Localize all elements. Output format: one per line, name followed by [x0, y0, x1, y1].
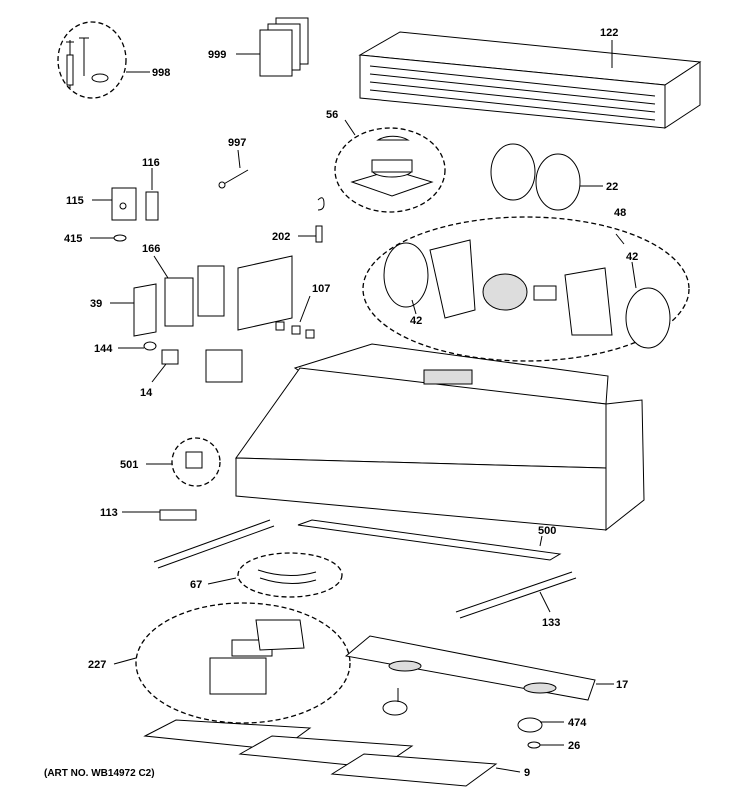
screw-kit-998[interactable]: [57, 21, 150, 99]
label-227: 227: [88, 659, 106, 671]
blower-assembly-48[interactable]: [362, 216, 690, 362]
label-501: 501: [120, 459, 138, 471]
switch-housing[interactable]: [205, 349, 243, 383]
label-997: 997: [228, 137, 246, 149]
label-22: 22: [606, 181, 618, 193]
top-duct-cover-122[interactable]: [358, 31, 702, 129]
label-113: 113: [100, 507, 118, 519]
label-500: 500: [538, 525, 556, 537]
light-socket-left[interactable]: [382, 688, 408, 716]
grease-filters-22[interactable]: [490, 143, 603, 211]
trim-strip-500[interactable]: [297, 519, 562, 561]
label-14: 14: [140, 387, 153, 399]
control-board-166[interactable]: [153, 255, 194, 327]
bracket-assembly[interactable]: [197, 255, 293, 331]
damper-56[interactable]: [334, 119, 446, 213]
clip-202[interactable]: [298, 197, 325, 243]
knob-14[interactable]: [151, 349, 179, 383]
bulb-26[interactable]: [527, 741, 564, 749]
junction-box-115[interactable]: [92, 187, 137, 221]
charcoal-filters-9[interactable]: [143, 719, 521, 787]
label-9: 9: [524, 767, 530, 779]
light-socket-474[interactable]: [517, 717, 564, 733]
label-115: 115: [66, 195, 84, 207]
label-107: 107: [312, 283, 330, 295]
clips-107[interactable]: [275, 295, 315, 339]
rail-left[interactable]: [153, 519, 275, 569]
label-133: 133: [542, 617, 560, 629]
cover-39[interactable]: [110, 283, 157, 337]
bottom-panel-17[interactable]: [344, 635, 614, 701]
control-panel-227[interactable]: [113, 602, 351, 724]
art-number: (ART NO. WB14972 C2): [44, 768, 155, 779]
label-166: 166: [142, 243, 160, 255]
label-116: 116: [142, 157, 160, 169]
literature-999[interactable]: [236, 17, 309, 77]
label-42-right: 42: [626, 251, 638, 263]
washer-415[interactable]: [90, 234, 127, 242]
bracket-116[interactable]: [145, 168, 159, 221]
label-474: 474: [568, 717, 587, 729]
grommet-144[interactable]: [118, 341, 157, 351]
label-415: 415: [64, 233, 82, 245]
label-202: 202: [272, 231, 290, 243]
rail-133[interactable]: [455, 571, 577, 619]
hood-body: [235, 343, 645, 532]
label-26: 26: [568, 740, 580, 752]
nameplate-113[interactable]: [122, 509, 197, 521]
label-122: 122: [600, 27, 618, 39]
switch-501[interactable]: [146, 437, 221, 487]
label-39: 39: [90, 298, 102, 310]
label-999: 999: [208, 49, 226, 61]
label-42-left: 42: [410, 315, 422, 327]
label-56: 56: [326, 109, 338, 121]
screw-997[interactable]: [218, 149, 249, 189]
label-48: 48: [614, 207, 626, 219]
label-17: 17: [616, 679, 628, 691]
label-998: 998: [152, 67, 170, 79]
label-67: 67: [190, 579, 202, 591]
label-144: 144: [94, 343, 113, 355]
wire-harness-67[interactable]: [207, 552, 343, 598]
